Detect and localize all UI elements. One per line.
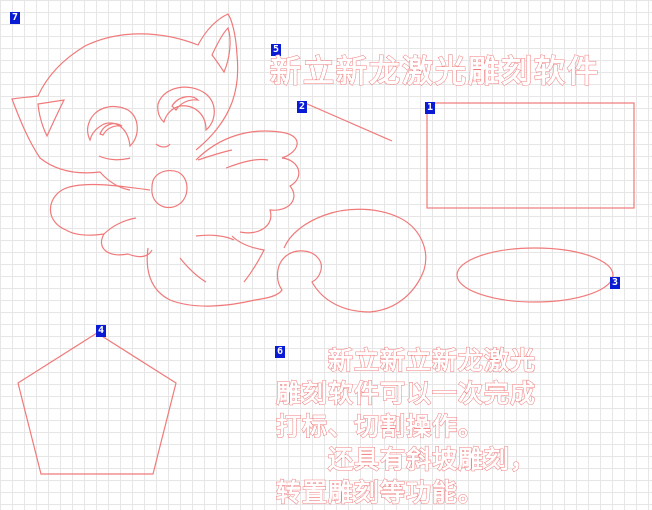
object-badge-6[interactable]: 6 <box>275 346 285 358</box>
ellipse-shape[interactable] <box>456 247 614 303</box>
pentagon-shape[interactable] <box>17 332 177 475</box>
line-shape[interactable] <box>304 102 393 142</box>
cat-drawing[interactable] <box>11 13 427 313</box>
paragraph-line: 打标、切割操作。 <box>276 412 485 442</box>
paragraph-line: 新立新立新龙激光 <box>276 346 537 376</box>
outline-paragraph-text[interactable]: 新立新立新龙激光 雕刻软件可以一次完成 打标、切割操作。 还具有斜坡雕刻， 转置… <box>276 344 606 509</box>
rectangle-shape[interactable] <box>426 102 635 209</box>
outline-title-text[interactable]: 新立新龙激光雕刻软件 <box>270 54 600 91</box>
paragraph-line: 雕刻软件可以一次完成 <box>276 379 537 409</box>
object-badge-4[interactable]: 4 <box>96 325 106 337</box>
object-badge-2[interactable]: 2 <box>297 101 307 113</box>
object-badge-3[interactable]: 3 <box>610 277 620 289</box>
paragraph-line: 还具有斜坡雕刻， <box>276 445 537 475</box>
object-badge-5[interactable]: 5 <box>271 44 281 56</box>
object-badge-7[interactable]: 7 <box>10 12 20 24</box>
paragraph-line: 转置雕刻等功能。 <box>276 478 485 508</box>
object-badge-1[interactable]: 1 <box>425 102 435 114</box>
